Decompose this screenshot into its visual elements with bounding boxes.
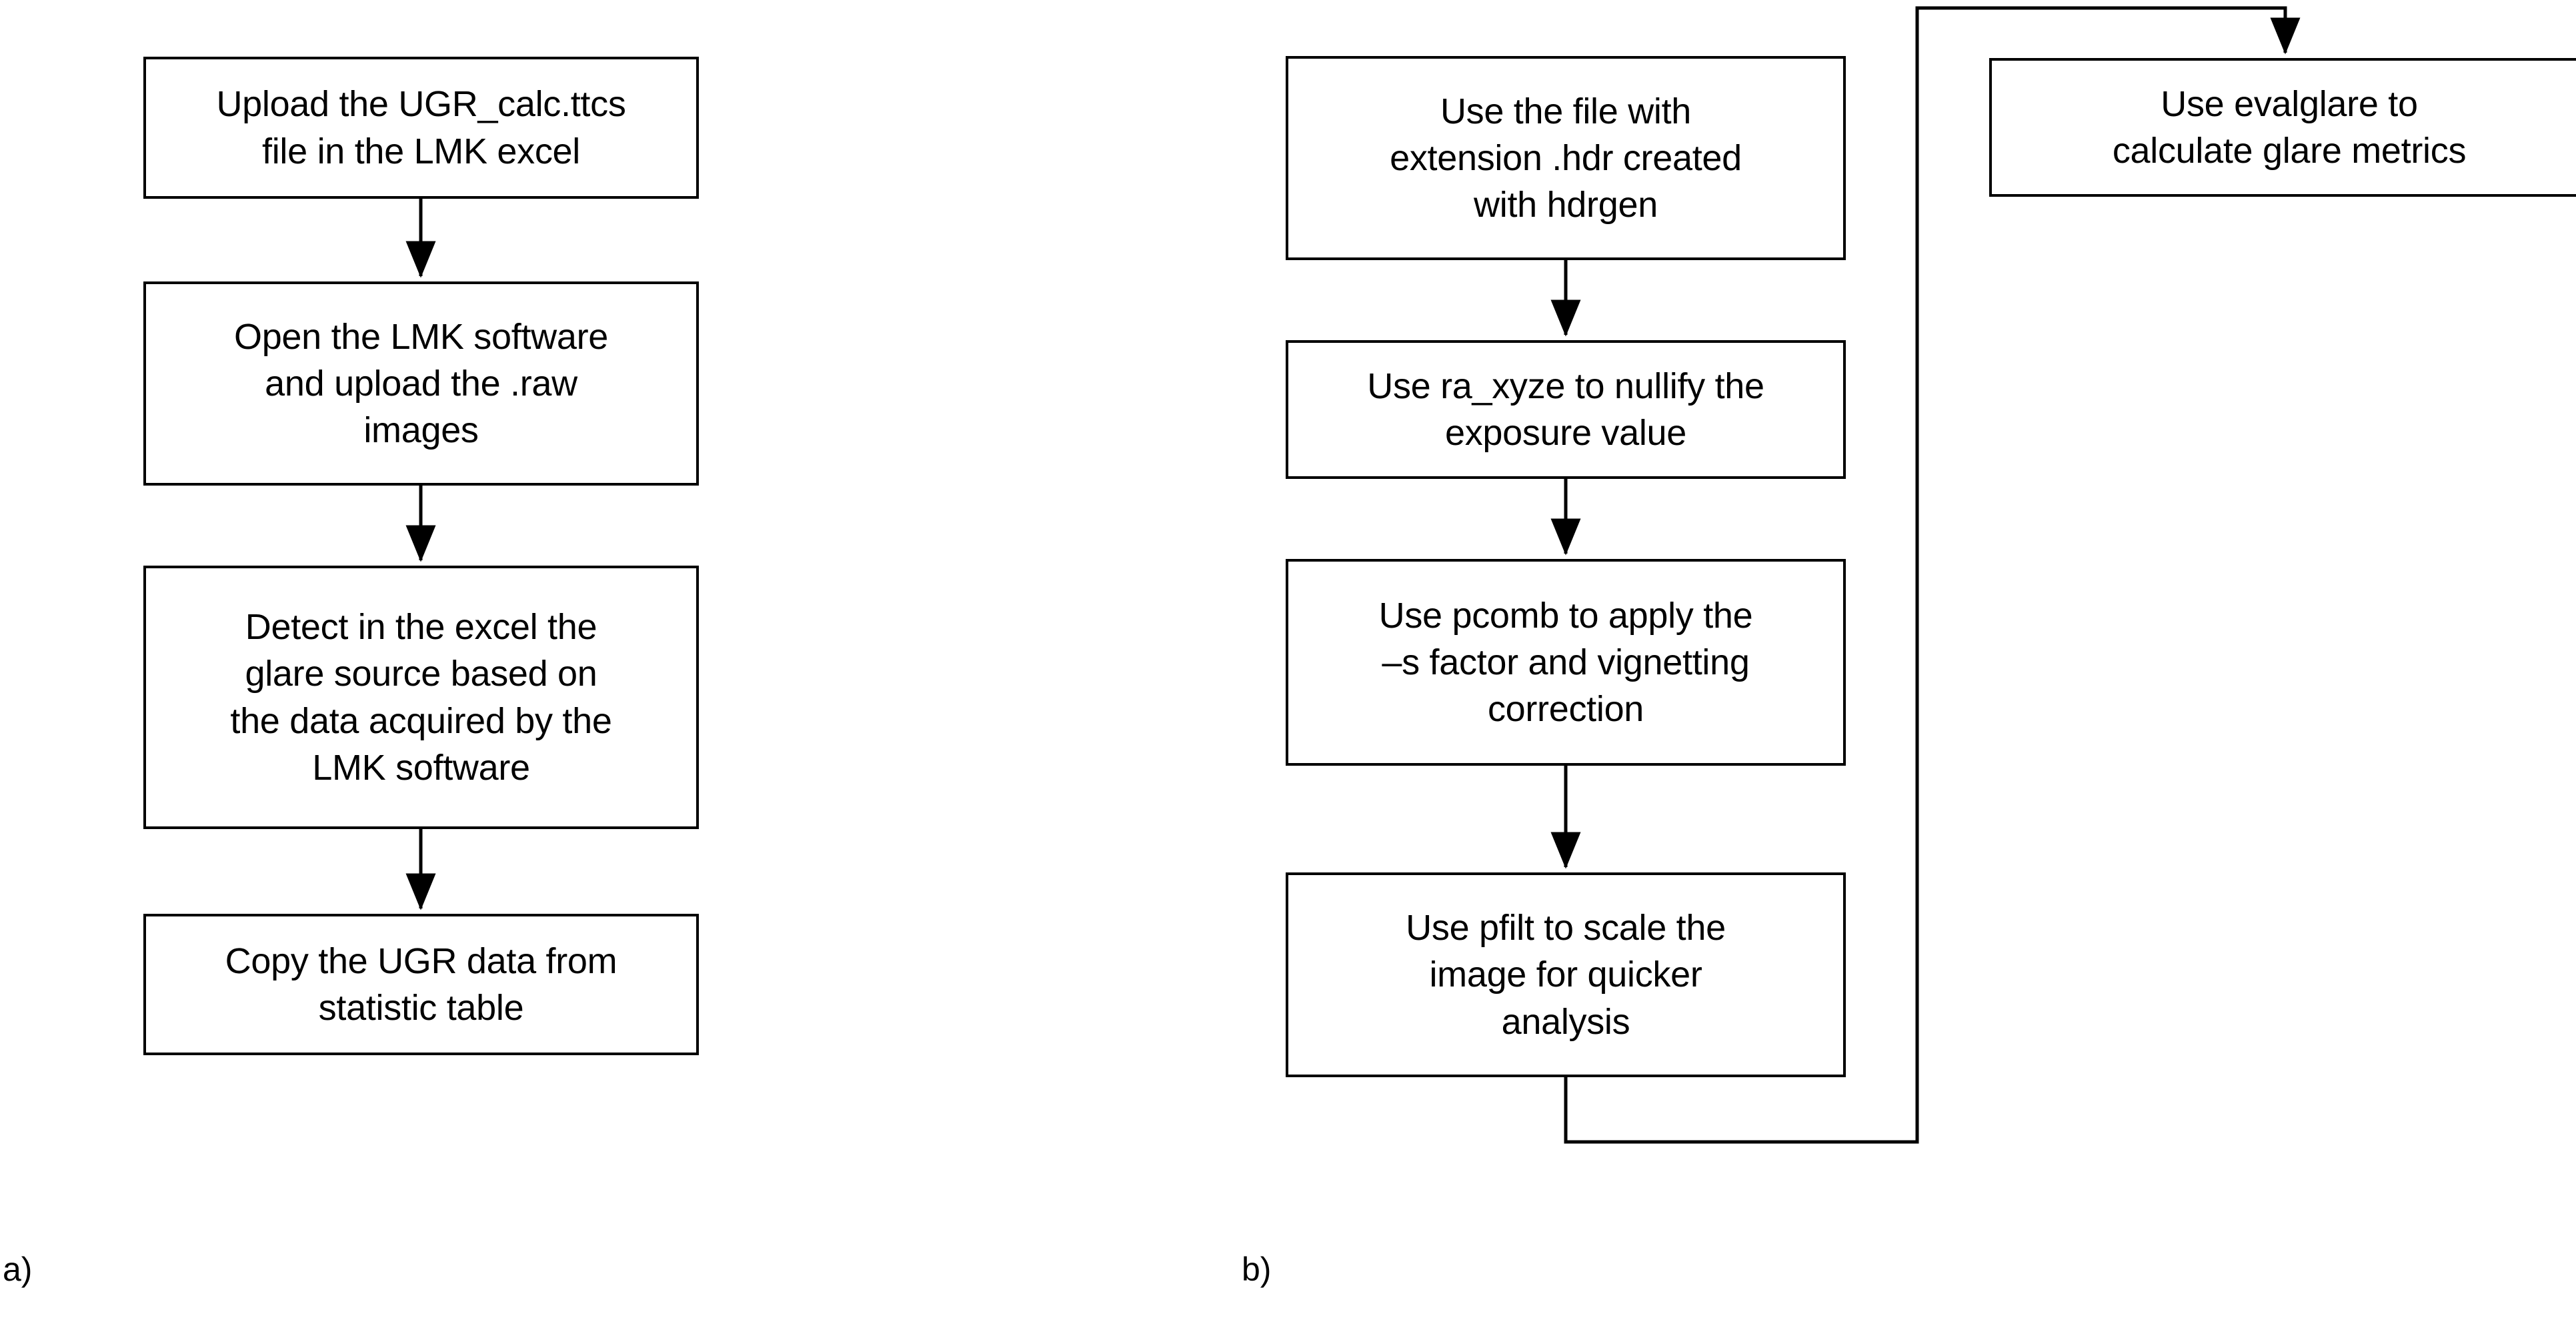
flow-node-a3-label: Detect in the excel the glare source bas… — [230, 607, 612, 788]
flow-node-b4[interactable]: Use pfilt to scale the image for quicker… — [1286, 872, 1846, 1077]
flow-node-b5-label: Use evalglare to calculate glare metrics — [2112, 83, 2467, 171]
flow-node-b3-label: Use pcomb to apply the –s factor and vig… — [1378, 595, 1753, 730]
panel-label-b: b) — [1242, 1251, 1272, 1288]
flow-node-b1[interactable]: Use the file with extension .hdr created… — [1286, 56, 1846, 260]
flow-node-a2[interactable]: Open the LMK software and upload the .ra… — [143, 281, 699, 486]
flow-node-a4-label: Copy the UGR data from statistic table — [225, 940, 617, 1028]
flow-node-a1-label: Upload the UGR_calc.ttcs file in the LMK… — [216, 84, 626, 171]
flow-node-b2-label: Use ra_xyze to nullify the exposure valu… — [1367, 366, 1764, 453]
flow-node-a2-label: Open the LMK software and upload the .ra… — [234, 316, 608, 451]
flow-node-a4[interactable]: Copy the UGR data from statistic table — [143, 914, 699, 1055]
flow-node-a1[interactable]: Upload the UGR_calc.ttcs file in the LMK… — [143, 57, 699, 199]
flow-node-a3[interactable]: Detect in the excel the glare source bas… — [143, 566, 699, 829]
flow-node-b2[interactable]: Use ra_xyze to nullify the exposure valu… — [1286, 340, 1846, 479]
flow-node-b4-label: Use pfilt to scale the image for quicker… — [1406, 908, 1726, 1042]
flow-node-b1-label: Use the file with extension .hdr created… — [1390, 91, 1742, 225]
panel-label-a: a) — [3, 1251, 33, 1288]
flow-node-b3[interactable]: Use pcomb to apply the –s factor and vig… — [1286, 559, 1846, 766]
flow-node-b5[interactable]: Use evalglare to calculate glare metrics — [1989, 58, 2576, 197]
